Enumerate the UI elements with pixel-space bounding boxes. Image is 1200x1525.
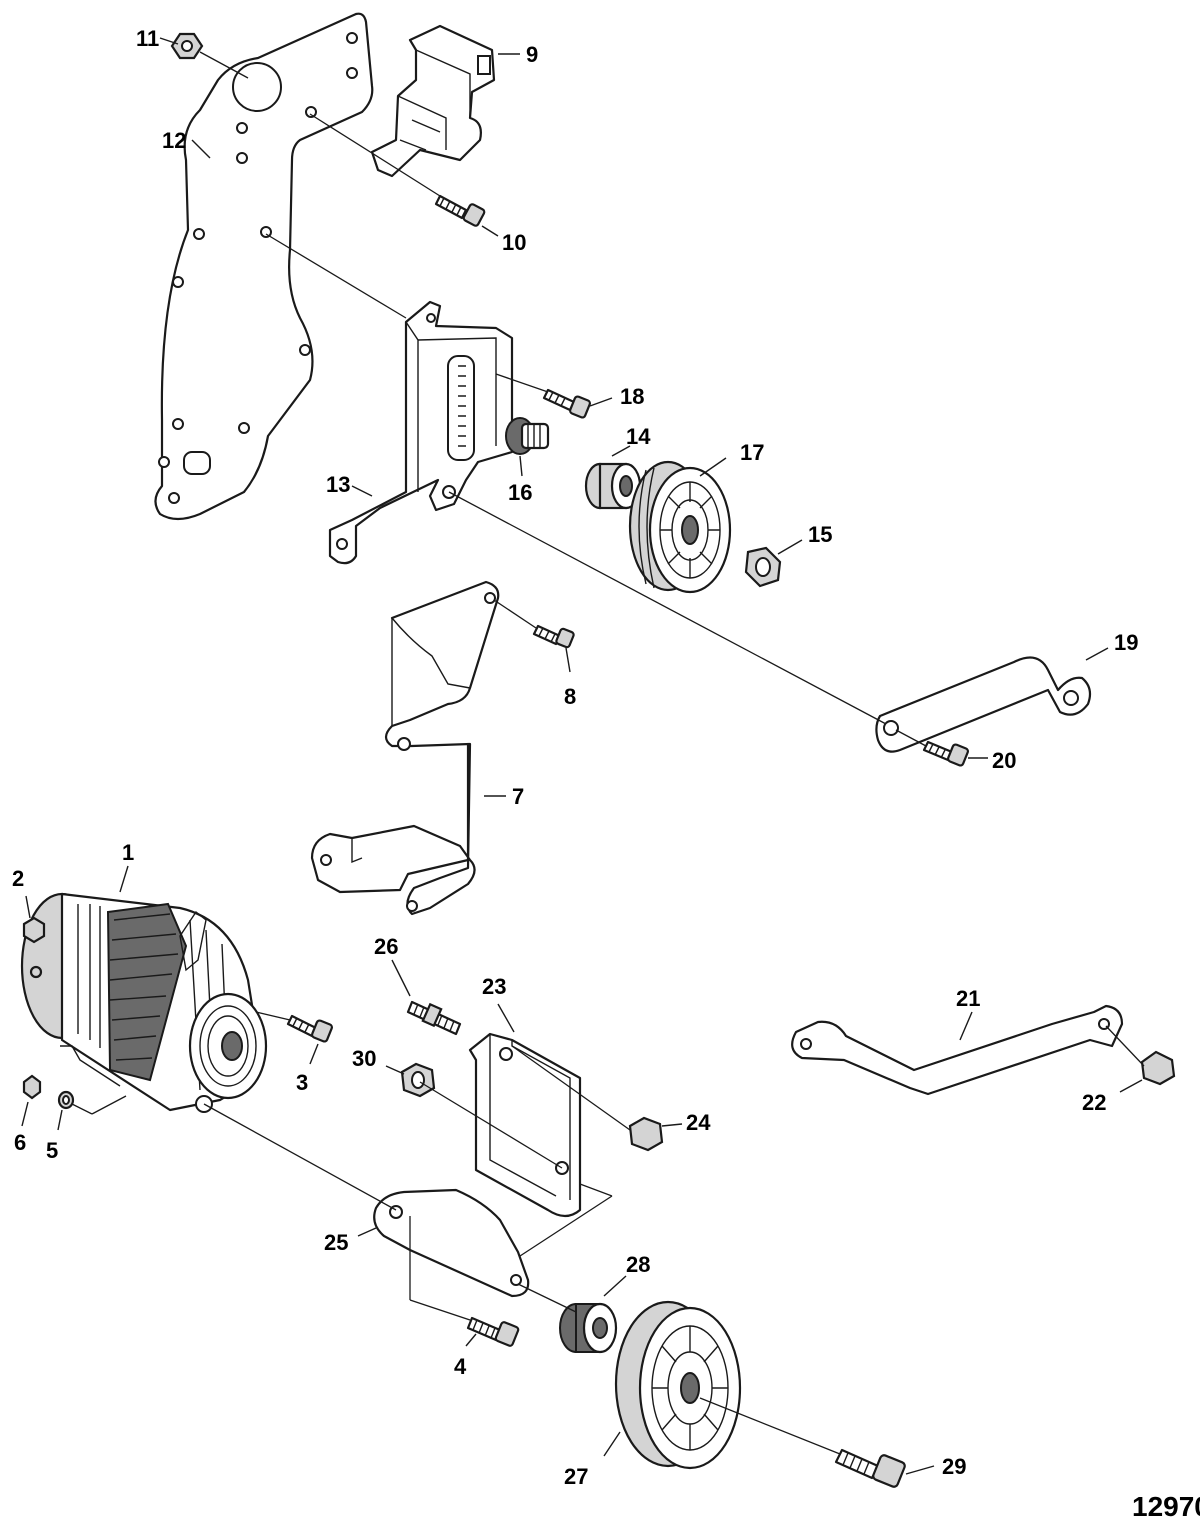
part-26-stud xyxy=(406,1000,462,1036)
part-18-bolt xyxy=(542,388,591,419)
part-23-bracket xyxy=(468,1032,582,1218)
part-11-nut xyxy=(170,32,204,60)
callout-21: 21 xyxy=(956,986,980,1011)
part-24-nut xyxy=(628,1116,664,1152)
callout-5: 5 xyxy=(46,1138,58,1163)
diagram-id-number: 12970 xyxy=(1132,1491,1200,1522)
callout-8: 8 xyxy=(564,684,576,709)
callout-4: 4 xyxy=(454,1354,467,1379)
callout-18: 18 xyxy=(620,384,644,409)
part-5-washer xyxy=(57,1090,75,1110)
callout-26: 26 xyxy=(374,934,398,959)
part-7-support-bracket xyxy=(310,580,500,916)
callout-1: 1 xyxy=(122,840,134,865)
part-29-bolt xyxy=(834,1448,906,1488)
part-25-plate xyxy=(373,1188,530,1298)
callout-22: 22 xyxy=(1082,1090,1106,1115)
part-6-nut xyxy=(22,1074,42,1100)
part-15-flange-nut xyxy=(744,546,782,588)
part-4-bolt xyxy=(466,1316,520,1347)
callout-9: 9 xyxy=(526,42,538,67)
part-1-alternator xyxy=(20,892,268,1113)
callout-28: 28 xyxy=(626,1252,650,1277)
callout-16: 16 xyxy=(508,480,532,505)
part-8-bolt xyxy=(532,624,575,649)
part-13-idler-bracket xyxy=(328,300,514,565)
callout-11: 11 xyxy=(136,26,159,51)
callout-27: 27 xyxy=(564,1464,588,1489)
callout-17: 17 xyxy=(740,440,764,465)
part-2-nut xyxy=(22,916,46,944)
callout-19: 19 xyxy=(1114,630,1138,655)
part-3-bolt xyxy=(286,1014,333,1043)
callout-15: 15 xyxy=(808,522,832,547)
part-21-support-link xyxy=(791,1004,1124,1096)
part-28-spacer xyxy=(559,1302,618,1354)
callout-6: 6 xyxy=(14,1130,26,1155)
part-12-mounting-plate xyxy=(154,12,374,521)
callout-3: 3 xyxy=(296,1070,308,1095)
callout-13: 13 xyxy=(326,472,350,497)
callout-7: 7 xyxy=(512,784,524,809)
callout-20: 20 xyxy=(992,748,1016,773)
part-22-nut xyxy=(1140,1050,1176,1086)
part-30-nut xyxy=(400,1062,436,1098)
callout-30: 30 xyxy=(352,1046,376,1071)
part-14-spacer xyxy=(584,462,642,510)
callout-14: 14 xyxy=(626,424,651,449)
callout-29: 29 xyxy=(942,1454,966,1479)
part-17-idler-pulley xyxy=(628,460,732,594)
callout-25: 25 xyxy=(324,1230,348,1255)
callout-12: 12 xyxy=(162,128,186,153)
part-27-idler-pulley xyxy=(614,1300,742,1470)
callout-labels: 11 12 9 10 18 14 16 17 15 13 19 8 20 7 1… xyxy=(12,26,1138,1489)
part-10-bolt xyxy=(434,194,486,227)
part-16-stud xyxy=(505,417,550,455)
assembly-lines xyxy=(71,51,1145,1455)
part-20-bolt xyxy=(922,740,969,767)
callout-23: 23 xyxy=(482,974,506,999)
callout-2: 2 xyxy=(12,866,24,891)
callout-10: 10 xyxy=(502,230,526,255)
part-9-bracket xyxy=(370,24,496,178)
callout-leaders xyxy=(21,37,1143,1475)
part-19-adjusting-link xyxy=(875,656,1092,753)
callout-24: 24 xyxy=(686,1110,711,1135)
